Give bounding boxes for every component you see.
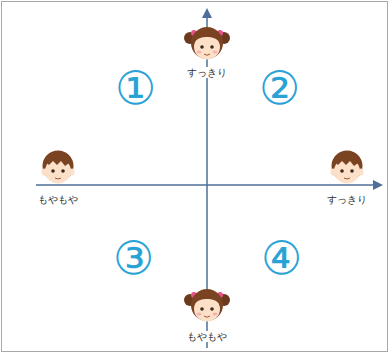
axis-label: もやもや (185, 331, 229, 342)
axis-label: すっきり (325, 194, 369, 205)
girl-face (184, 27, 230, 60)
horizontal-axis (36, 184, 376, 186)
boy-face (42, 151, 75, 184)
frame (2, 2, 388, 352)
girl-face (184, 289, 230, 322)
quadrant-number: ① (115, 65, 156, 111)
quadrant-number: ② (259, 65, 300, 111)
boy-face (331, 151, 364, 184)
quadrant-number: ④ (261, 235, 302, 281)
axis-label: もやもや (36, 194, 80, 205)
quadrant-number: ③ (113, 235, 154, 281)
axis-arrowhead (373, 180, 383, 190)
axis-label: すっきり (185, 67, 229, 78)
axis-arrowhead (202, 8, 212, 18)
